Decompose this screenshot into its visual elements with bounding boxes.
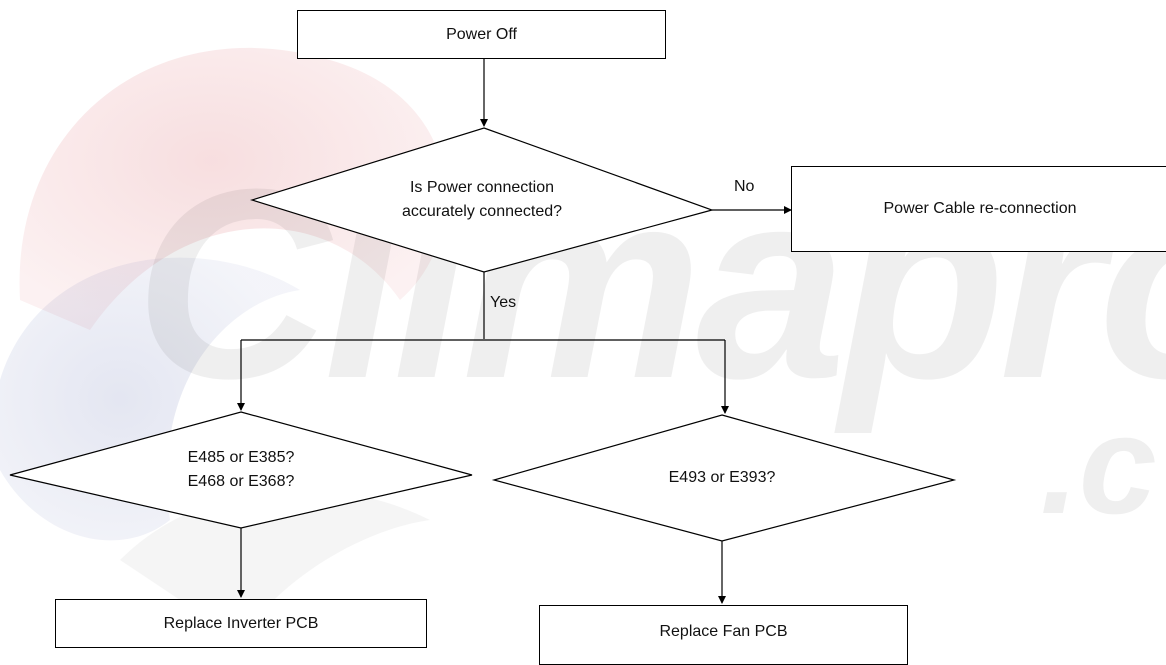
edge-label-no: No (734, 178, 755, 195)
decision-check-connection-label: Is Power connection accurately connected… (352, 176, 612, 224)
decision-inverter-codes-label: E485 or E385? E468 or E368? (141, 446, 341, 494)
watermark-red-swoosh (19, 47, 446, 330)
node-replace-fan-pcb: Replace Fan PCB (539, 605, 908, 665)
node-power-off: Power Off (297, 10, 666, 59)
decision-check-connection-line1: Is Power connection (409, 179, 555, 196)
node-power-cable-reconnection: Power Cable re-connection (791, 166, 1166, 252)
decision-inverter-codes-line1: E485 or E385? (187, 449, 295, 466)
decision-check-connection-line2: accurately connected? (401, 203, 563, 220)
decision-check-connection (249, 127, 714, 273)
decision-fan-codes-label: E493 or E393? (668, 469, 776, 486)
decision-inverter-codes-line2: E468 or E368? (187, 473, 295, 490)
node-replace-inverter-pcb: Replace Inverter PCB (55, 599, 427, 648)
decision-inverter-codes (9, 411, 473, 529)
node-replace-fan-pcb-label: Replace Fan PCB (659, 623, 788, 640)
watermark-suffix: .c (1040, 386, 1157, 543)
edge-label-yes: Yes (490, 294, 517, 311)
decision-fan-codes (491, 414, 957, 542)
